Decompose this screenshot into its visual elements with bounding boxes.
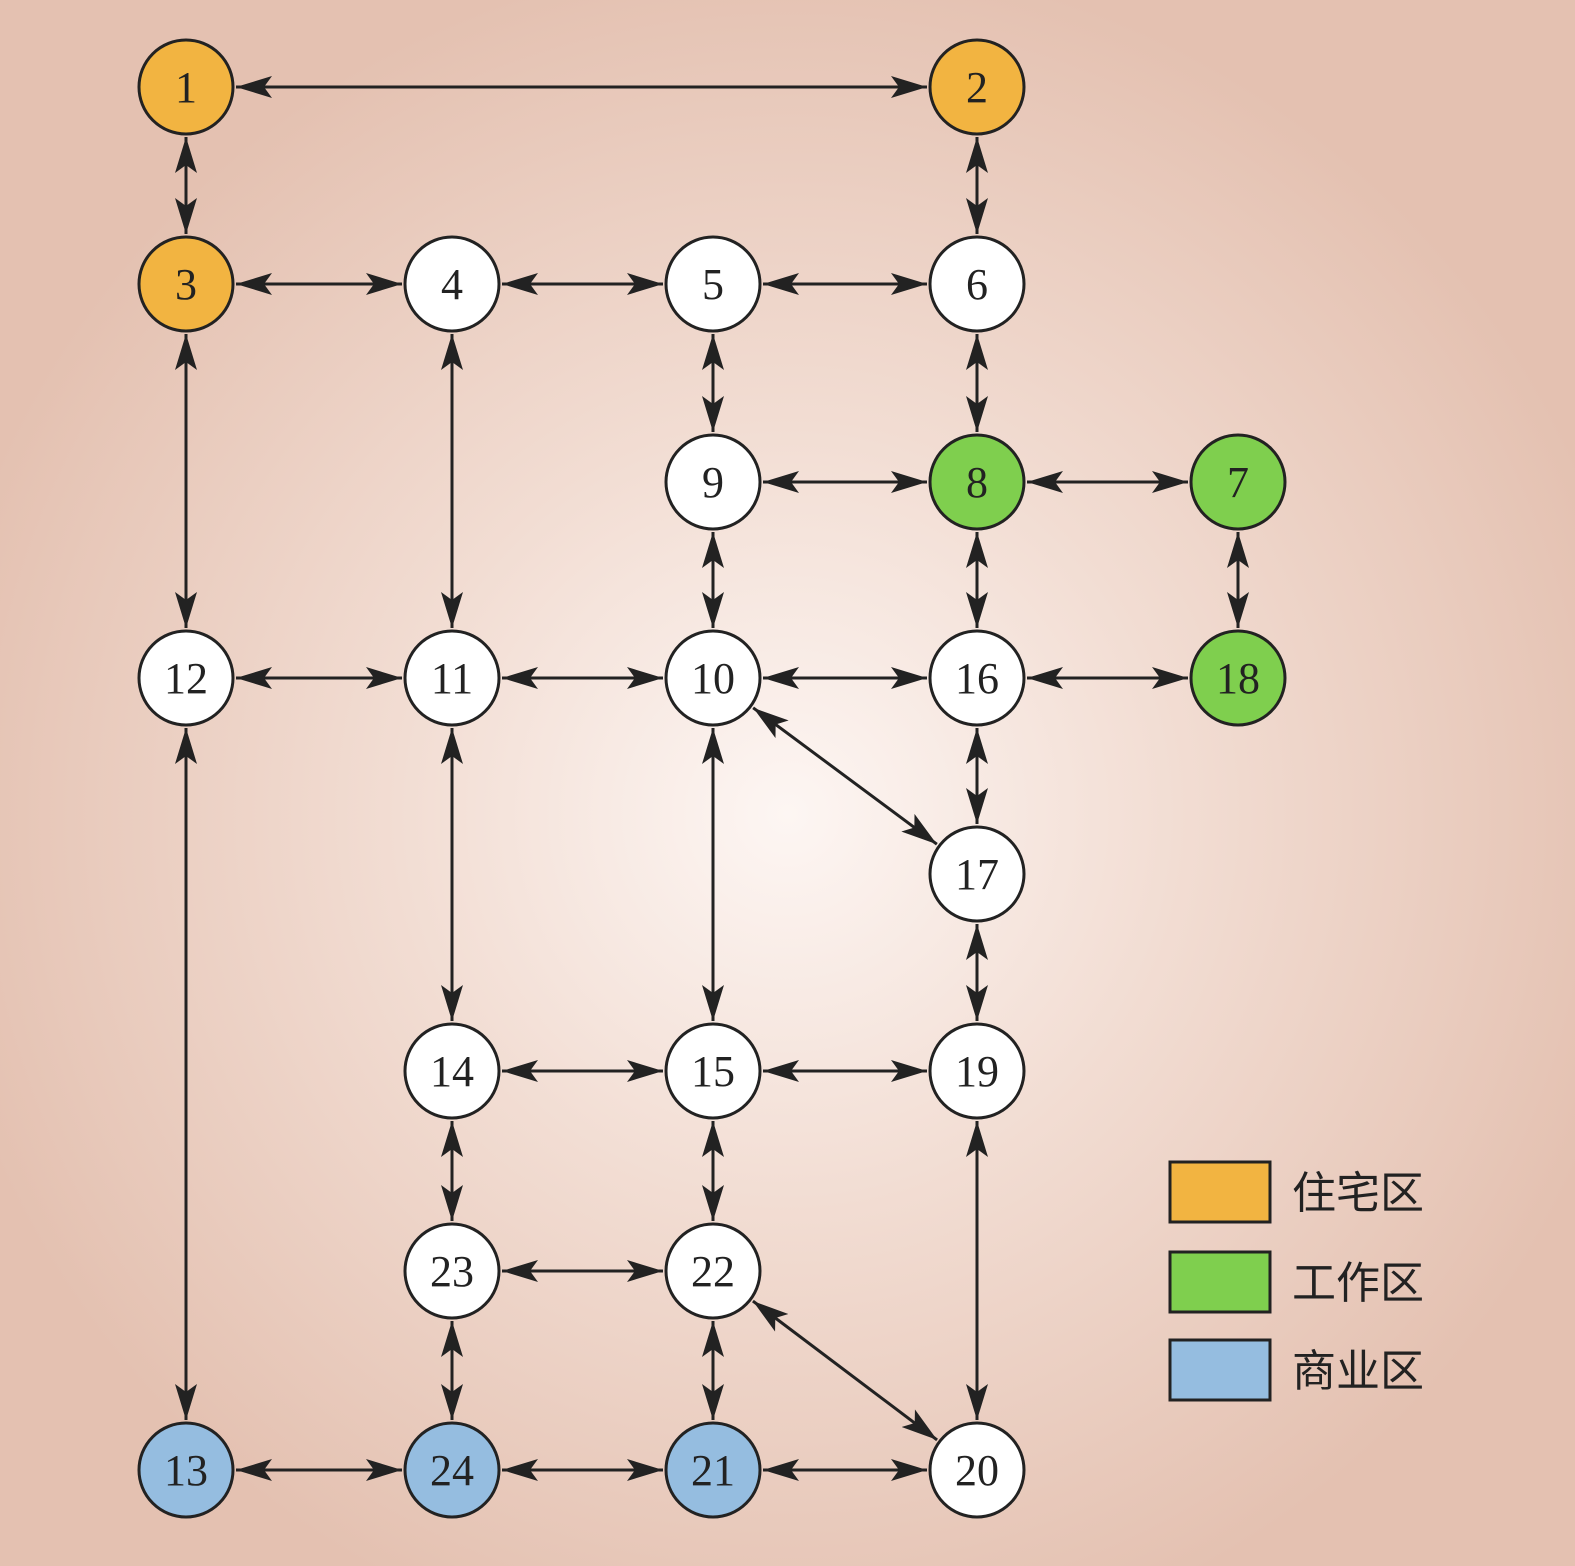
node-20: 20	[928, 1421, 1026, 1519]
node-circle	[1189, 433, 1287, 531]
node-circle	[403, 235, 501, 333]
node-circle	[928, 825, 1026, 923]
node-label: 13	[164, 1446, 208, 1495]
node-16: 16	[928, 629, 1026, 727]
node-circle	[928, 629, 1026, 727]
node-13: 13	[137, 1421, 235, 1519]
node-circle	[928, 1421, 1026, 1519]
node-label: 5	[702, 260, 724, 309]
node-3: 3	[137, 235, 235, 333]
node-21: 21	[664, 1421, 762, 1519]
legend-swatch	[1168, 1160, 1272, 1224]
node-circle	[137, 235, 235, 333]
node-label: 11	[431, 654, 473, 703]
node-23: 23	[403, 1222, 501, 1320]
legend-swatch	[1168, 1250, 1272, 1314]
node-circle	[928, 1022, 1026, 1120]
node-label: 12	[164, 654, 208, 703]
node-circle	[137, 38, 235, 136]
node-label: 1	[175, 63, 197, 112]
node-label: 4	[441, 260, 463, 309]
node-label: 24	[430, 1446, 474, 1495]
node-circle	[664, 1222, 762, 1320]
node-label: 8	[966, 458, 988, 507]
node-label: 3	[175, 260, 197, 309]
node-circle	[403, 1421, 501, 1519]
node-label: 15	[691, 1047, 735, 1096]
node-1: 1	[137, 38, 235, 136]
node-6: 6	[928, 235, 1026, 333]
node-label: 21	[691, 1446, 735, 1495]
node-label: 7	[1227, 458, 1249, 507]
node-circle	[664, 433, 762, 531]
node-label: 23	[430, 1247, 474, 1296]
node-circle	[1189, 629, 1287, 727]
node-19: 19	[928, 1022, 1026, 1120]
legend-item-residential: 住宅区	[1168, 1160, 1424, 1224]
node-15: 15	[664, 1022, 762, 1120]
edges-layer	[175, 76, 1249, 1481]
node-label: 19	[955, 1047, 999, 1096]
node-11: 11	[403, 629, 501, 727]
node-14: 14	[403, 1022, 501, 1120]
node-circle	[928, 38, 1026, 136]
node-circle	[928, 433, 1026, 531]
node-circle	[137, 1421, 235, 1519]
node-4: 4	[403, 235, 501, 333]
legend-label: 住宅区	[1292, 1168, 1424, 1219]
node-7: 7	[1189, 433, 1287, 531]
node-circle	[928, 235, 1026, 333]
node-circle	[664, 629, 762, 727]
node-22: 22	[664, 1222, 762, 1320]
node-2: 2	[928, 38, 1026, 136]
node-label: 17	[955, 850, 999, 899]
edge-22-20	[752, 1299, 938, 1442]
node-24: 24	[403, 1421, 501, 1519]
node-label: 6	[966, 260, 988, 309]
legend-item-commercial: 商业区	[1168, 1338, 1424, 1402]
node-label: 9	[702, 458, 724, 507]
edge-10-17	[752, 706, 938, 846]
node-circle	[403, 1222, 501, 1320]
node-label: 20	[955, 1446, 999, 1495]
node-circle	[403, 1022, 501, 1120]
node-18: 18	[1189, 629, 1287, 727]
node-5: 5	[664, 235, 762, 333]
node-circle	[664, 1022, 762, 1120]
legend-label: 商业区	[1292, 1346, 1424, 1397]
node-circle	[137, 629, 235, 727]
node-9: 9	[664, 433, 762, 531]
node-label: 18	[1216, 654, 1260, 703]
node-circle	[403, 629, 501, 727]
node-circle	[664, 1421, 762, 1519]
node-label: 16	[955, 654, 999, 703]
node-label: 10	[691, 654, 735, 703]
node-17: 17	[928, 825, 1026, 923]
node-label: 2	[966, 63, 988, 112]
node-label: 14	[430, 1047, 474, 1096]
node-circle	[664, 235, 762, 333]
node-10: 10	[664, 629, 762, 727]
node-label: 22	[691, 1247, 735, 1296]
legend-item-work: 工作区	[1168, 1250, 1424, 1314]
legend-label: 工作区	[1292, 1258, 1424, 1309]
node-12: 12	[137, 629, 235, 727]
legend-swatch	[1168, 1338, 1272, 1402]
node-8: 8	[928, 433, 1026, 531]
